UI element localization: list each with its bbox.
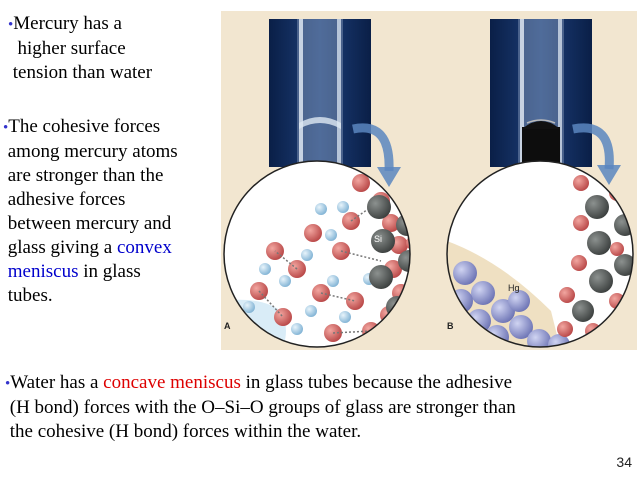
bullet-line: tension than water	[8, 62, 153, 83]
bullet-line: are stronger than the	[3, 165, 164, 186]
bullet-cohesive-forces: •The cohesive forces among mercury atoms…	[3, 115, 178, 308]
tube-photo-mercury	[490, 19, 592, 167]
bullet-mercury-surface-tension: •Mercury has a higher surface tension th…	[8, 12, 152, 85]
bullet-line: Mercury has a	[13, 13, 122, 34]
bullet-marker: •	[8, 17, 14, 33]
panel-a-label: A	[224, 321, 231, 331]
bullet-line: tubes.	[3, 285, 53, 306]
bullet-marker: •	[3, 120, 9, 136]
bullet-line: adhesive forces	[3, 189, 126, 210]
bullet-water-concave: •Water has a concave meniscus in glass t…	[5, 371, 516, 444]
bullet-text: Water has a	[10, 372, 104, 393]
convex-term: convex	[117, 237, 172, 258]
page-number: 34	[616, 454, 632, 470]
bullet-text: in glass tubes because the adhesive	[240, 372, 513, 393]
bullet-line: between mercury and	[3, 213, 172, 234]
bullet-line: (H bond) forces with the O–Si–O groups o…	[5, 397, 516, 418]
bullet-line: among mercury atoms	[3, 141, 178, 162]
concave-meniscus-term: concave meniscus	[103, 372, 241, 393]
meniscus-term: meniscus	[3, 261, 79, 282]
tube-photo-water	[269, 19, 371, 167]
meniscus-figure: Si	[221, 11, 637, 350]
bullet-line: The cohesive forces	[8, 116, 161, 137]
silicon-label: Si	[374, 234, 382, 244]
bullet-line: higher surface	[8, 38, 126, 59]
bullet-marker: •	[5, 376, 11, 392]
mercury-label: Hg	[508, 283, 520, 293]
bullet-line: the cohesive (H bond) forces within the …	[5, 421, 362, 442]
bullet-line: glass giving a	[3, 237, 117, 258]
panel-b-label: B	[447, 321, 454, 331]
bullet-line: in glass	[78, 261, 141, 282]
